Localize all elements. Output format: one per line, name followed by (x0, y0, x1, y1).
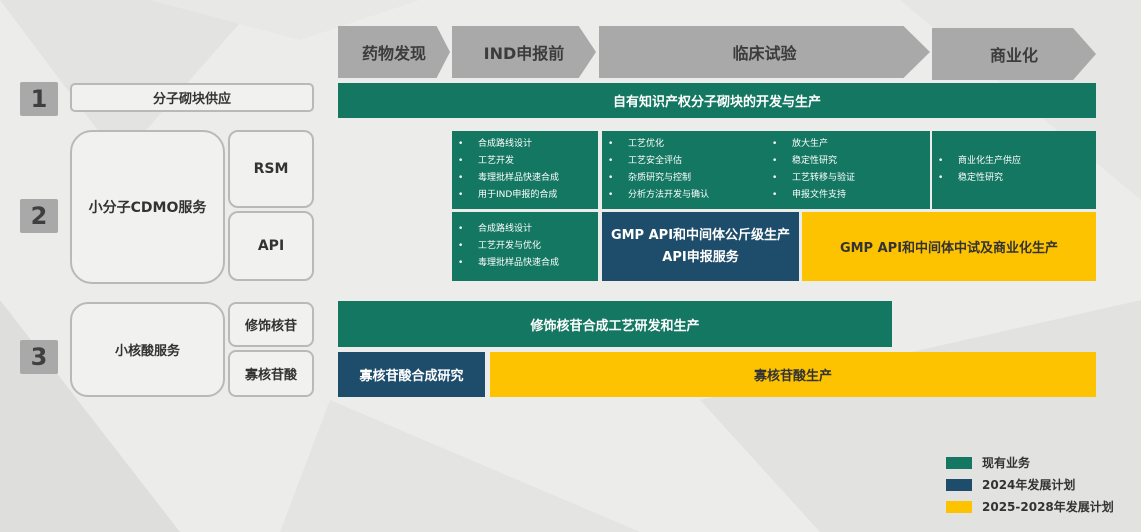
legend-swatch-yellow (946, 500, 972, 513)
rsm-clinical-list-a: 工艺优化 工艺安全评估 杂质研究与控制 分析方法开发与确认 (602, 136, 766, 209)
bar-modified-nucleoside-rd: 修饰核苷合成工艺研发和生产 (338, 301, 892, 347)
rsm-clinical-list-b: 放大生产 稳定性研究 工艺转移与验证 申报文件支持 (766, 136, 930, 209)
row-number-2: 2 (20, 199, 58, 233)
legend-swatch-green (946, 456, 972, 469)
legend-label: 2025-2028年发展计划 (982, 500, 1114, 514)
subcategory-api: API (228, 211, 314, 281)
phase-clinical-trial: 临床试验 (599, 26, 930, 78)
list-item: 商业化生产供应 (932, 153, 1096, 170)
subcategory-oligonucleotides: 寡核苷酸 (228, 350, 314, 397)
bar-oligo-synthesis-research: 寡核苷酸合成研究 (338, 352, 485, 397)
list-item: 稳定性研究 (932, 170, 1096, 187)
api-filing-text: API申报服务 (662, 249, 739, 265)
row-number-3: 3 (20, 340, 58, 374)
list-item: 工艺安全评估 (602, 153, 766, 170)
list-item: 稳定性研究 (766, 153, 930, 170)
legend-label: 现有业务 (982, 456, 1031, 470)
api-gmp-kilo-text: GMP API和中间体公斤级生产 (610, 227, 791, 243)
rsm-pre-ind-box: 合成路线设计 工艺开发 毒理批样品快速合成 用于IND申报的合成 (452, 131, 598, 209)
api-gmp-commercial-box: GMP API和中间体中试及商业化生产 (802, 212, 1096, 281)
list-item: 工艺转移与验证 (766, 170, 930, 187)
phase-commercialization: 商业化 (932, 28, 1096, 80)
legend-2024: 2024年发展计划 (946, 476, 1075, 493)
legend-existing: 现有业务 (946, 454, 1030, 471)
list-item: 放大生产 (766, 136, 930, 153)
legend-swatch-navy (946, 478, 972, 491)
legend-label: 2024年发展计划 (982, 478, 1076, 492)
bar-oligo-production: 寡核苷酸生产 (490, 352, 1096, 397)
category-building-blocks: 分子砌块供应 (70, 83, 314, 112)
api-pre-ind-list: 合成路线设计 工艺开发与优化 毒理批样品快速合成 (452, 221, 598, 272)
rsm-commercial-box: 商业化生产供应 稳定性研究 (932, 131, 1096, 209)
bar-building-block-development: 自有知识产权分子砌块的开发与生产 (338, 83, 1096, 118)
rsm-commercial-list: 商业化生产供应 稳定性研究 (932, 153, 1096, 187)
category-small-molecule-cdmo: 小分子CDMO服务 (70, 130, 225, 284)
api-gmp-kilo-box: GMP API和中间体公斤级生产 API申报服务 (602, 212, 799, 281)
rsm-pre-ind-list: 合成路线设计 工艺开发 毒理批样品快速合成 用于IND申报的合成 (452, 136, 598, 204)
list-item: 工艺优化 (602, 136, 766, 153)
phase-pre-ind: IND申报前 (452, 26, 596, 78)
list-item: 分析方法开发与确认 (602, 187, 766, 204)
subcategory-rsm: RSM (228, 130, 314, 208)
subcategory-modified-nucleosides: 修饰核苷 (228, 302, 314, 347)
category-oligo-services: 小核酸服务 (70, 302, 225, 397)
rsm-clinical-box: 工艺优化 工艺安全评估 杂质研究与控制 分析方法开发与确认 放大生产 稳定性研究… (602, 131, 930, 209)
list-item: 工艺开发与优化 (452, 238, 598, 255)
api-pre-ind-box: 合成路线设计 工艺开发与优化 毒理批样品快速合成 (452, 212, 598, 281)
list-item: 毒理批样品快速合成 (452, 170, 598, 187)
legend-2025-2028: 2025-2028年发展计划 (946, 498, 1114, 515)
list-item: 用于IND申报的合成 (452, 187, 598, 204)
list-item: 毒理批样品快速合成 (452, 255, 598, 272)
list-item: 合成路线设计 (452, 221, 598, 238)
phase-drug-discovery: 药物发现 (338, 26, 450, 78)
list-item: 合成路线设计 (452, 136, 598, 153)
row-number-1: 1 (20, 82, 58, 116)
list-item: 杂质研究与控制 (602, 170, 766, 187)
list-item: 申报文件支持 (766, 187, 930, 204)
list-item: 工艺开发 (452, 153, 598, 170)
